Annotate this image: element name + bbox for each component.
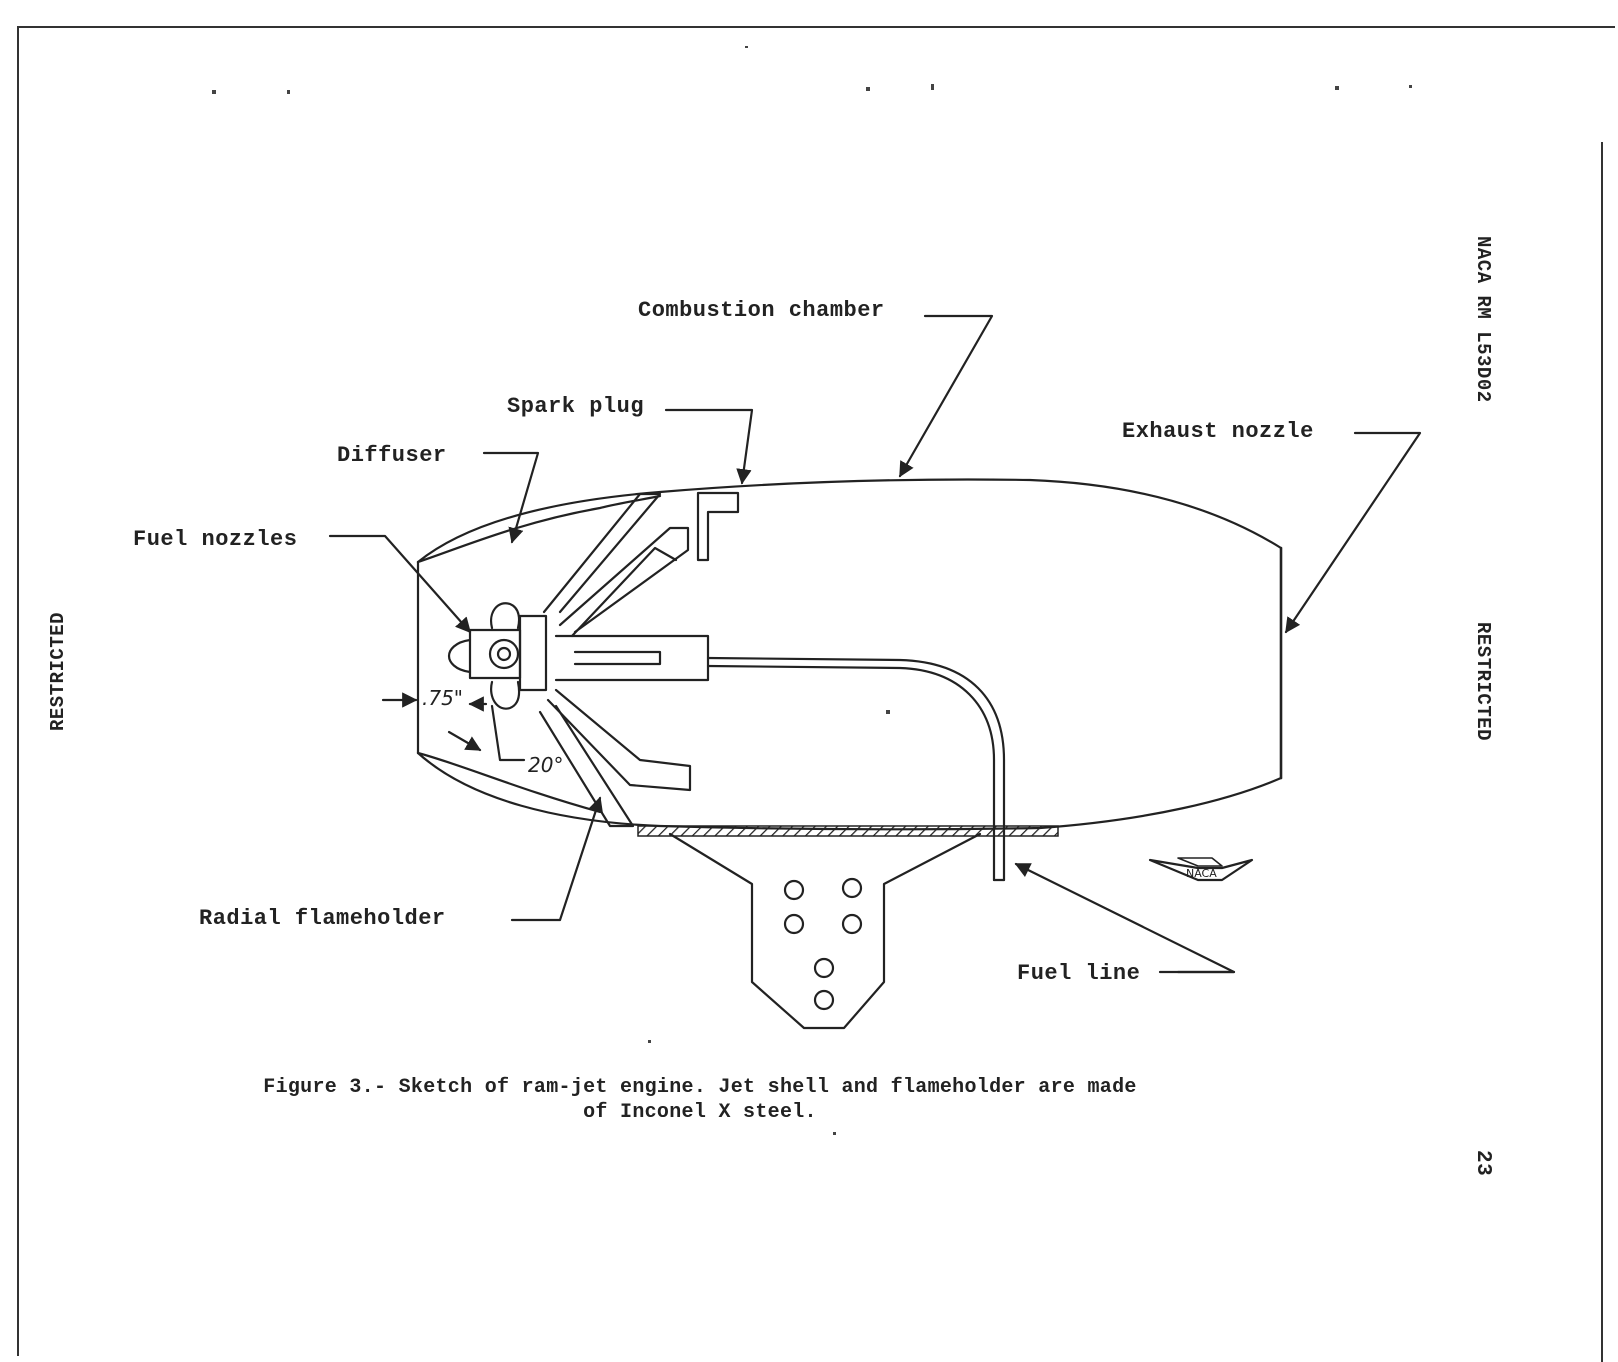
fuel-line-pipe — [706, 656, 1006, 882]
label-fuel-nozzles: Fuel nozzles — [133, 527, 298, 552]
flameholder-base-plate — [637, 825, 1059, 837]
page-border — [17, 26, 1615, 1356]
dimension-length: .75" — [422, 686, 463, 710]
leader-fuel-nozzles — [328, 534, 472, 634]
label-fuel-line: Fuel line — [1017, 961, 1141, 986]
spark-plug-body — [696, 491, 740, 562]
leader-combustion-chamber — [898, 314, 994, 478]
scan-speck — [866, 87, 870, 91]
dimension-angle-leader — [490, 704, 526, 762]
caption-line-2: of Inconel X steel. — [583, 1101, 817, 1124]
label-exhaust-nozzle: Exhaust nozzle — [1122, 419, 1314, 444]
naca-logo-wing — [1148, 858, 1254, 882]
scan-speck — [745, 46, 748, 48]
fuel-nozzle-body — [468, 628, 522, 680]
flameholder-lower-vane — [546, 688, 692, 792]
scan-speck — [833, 1132, 836, 1135]
leader-diffuser — [482, 451, 540, 544]
flameholder-center-strut — [554, 634, 710, 682]
figure-caption: Figure 3.- Sketch of ram-jet engine. Jet… — [160, 1075, 1240, 1125]
fuel-nozzle-tip — [447, 638, 472, 674]
leader-exhaust-nozzle — [1284, 431, 1422, 634]
scan-speck — [648, 1040, 651, 1043]
right-margin-rule — [1601, 142, 1603, 1362]
leader-spark-plug — [664, 408, 754, 485]
label-spark-plug: Spark plug — [507, 394, 645, 419]
leader-radial-flameholder — [510, 796, 603, 922]
fuel-nozzle-lower — [490, 680, 521, 710]
fuel-nozzle-upper — [490, 602, 521, 630]
flameholder-center-slot — [573, 650, 662, 666]
scan-speck — [212, 90, 216, 94]
label-diffuser: Diffuser — [337, 443, 447, 468]
mounting-bracket — [668, 832, 982, 1030]
engine-shell-top — [416, 478, 1283, 564]
dimension-arrow-angle — [447, 730, 482, 752]
label-radial-flameholder: Radial flameholder — [199, 906, 446, 931]
bracket-holes — [783, 877, 863, 1011]
flameholder-upper-vane-2 — [558, 526, 690, 634]
flameholder-lower-vane-2 — [538, 704, 635, 828]
naca-logo-text: NACA — [1186, 867, 1217, 880]
diffuser-lower-lip — [416, 751, 602, 814]
flameholder-upper-vane-3 — [570, 546, 678, 638]
fuel-nozzle-nut — [488, 638, 520, 670]
scan-speck — [287, 90, 290, 94]
scan-speck — [1335, 86, 1339, 90]
fuel-nozzle-hub — [518, 614, 548, 692]
scan-speck — [886, 710, 890, 714]
scan-speck — [931, 84, 934, 90]
scan-speck — [1409, 85, 1412, 88]
diffuser-upper-lip — [416, 494, 662, 564]
flameholder-upper-vane — [542, 492, 662, 614]
caption-line-1: Figure 3.- Sketch of ram-jet engine. Jet… — [263, 1076, 1137, 1099]
label-combustion-chamber: Combustion chamber — [638, 298, 885, 323]
dimension-angle: 20° — [528, 753, 563, 777]
